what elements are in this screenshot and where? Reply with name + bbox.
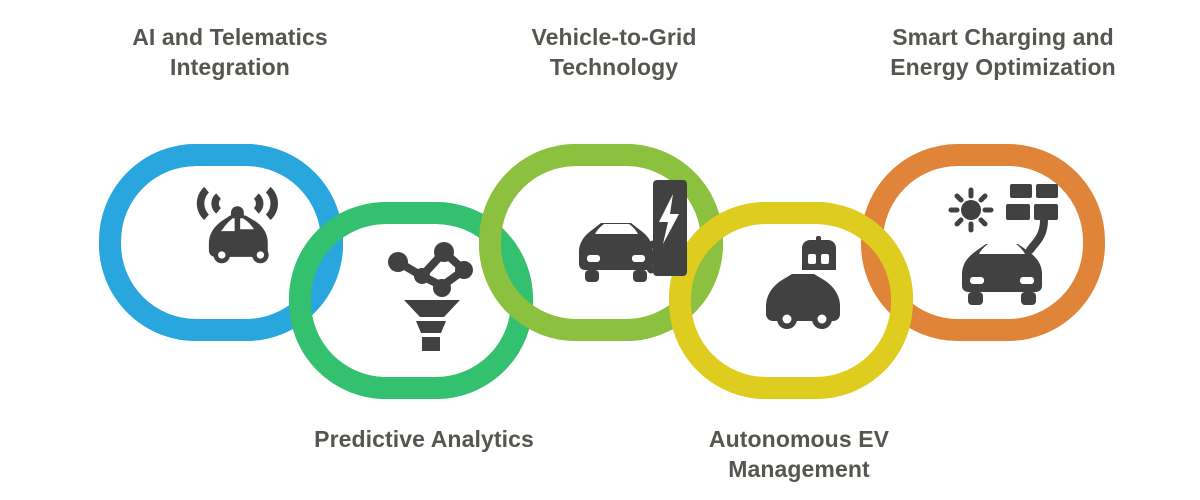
self-driving-car-signal-icon: [196, 186, 278, 264]
link-label-autonomous-ev-management: Autonomous EV Management: [708, 426, 890, 483]
link-label-smart-charging-energy-optimization: Smart Charging and Energy Optimization: [890, 24, 1116, 81]
link-label-ai-telematics-integration: AI and Telematics Integration: [132, 24, 328, 81]
link-label-vehicle-to-grid-technology: Vehicle-to-Grid Technology: [531, 24, 697, 81]
data-funnel-analytics-icon: [388, 242, 473, 351]
ev-charging-station-icon: [579, 180, 687, 282]
chain-link-4-overlap-weave: [669, 202, 913, 399]
link-label-predictive-analytics: Predictive Analytics: [314, 426, 534, 452]
robot-car-icon: [766, 236, 840, 329]
solar-powered-car-icon: [948, 184, 1058, 305]
